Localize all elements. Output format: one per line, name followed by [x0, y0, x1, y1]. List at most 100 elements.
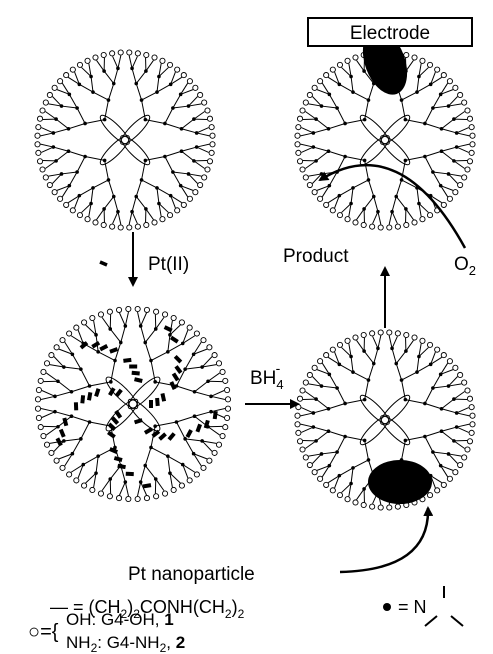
terminal-group — [34, 141, 41, 148]
pt-ion-mark — [203, 419, 210, 429]
branch-line — [131, 56, 138, 69]
branch-line — [456, 132, 470, 137]
terminal-group — [369, 223, 376, 230]
arrow-nanoparticle-pointer — [339, 506, 434, 574]
branch-line — [54, 391, 72, 397]
terminal-group — [446, 78, 453, 85]
branch-line — [71, 438, 82, 454]
terminal-group — [369, 330, 376, 337]
branch-line — [327, 475, 340, 484]
branch-line — [107, 179, 115, 197]
terminal-group — [170, 314, 177, 322]
terminal-group — [219, 432, 226, 440]
branch-line — [58, 348, 73, 355]
core-petal — [359, 114, 390, 145]
branch-line — [172, 171, 182, 186]
terminal-group — [440, 481, 447, 488]
branch-line — [89, 421, 111, 427]
terminal-group — [296, 158, 304, 165]
branch-line — [210, 390, 225, 397]
branch-line — [58, 453, 73, 460]
branch-line — [416, 76, 420, 93]
branch-line — [170, 195, 183, 204]
branch-line — [88, 63, 92, 77]
branch-line — [180, 82, 189, 95]
terminal-group — [468, 429, 475, 436]
branch-line — [416, 187, 420, 204]
branch-line — [79, 83, 94, 93]
branch-line — [101, 478, 111, 492]
pt2-label: Pt(II) — [148, 254, 189, 275]
borohydride-label: BH4- — [250, 360, 284, 392]
terminal-group — [211, 449, 218, 456]
terminal-group — [92, 219, 99, 226]
terminal-group — [295, 149, 302, 156]
terminal-group — [211, 352, 218, 359]
branch-line — [207, 426, 221, 436]
terminal-group — [296, 438, 304, 445]
terminal-group — [469, 421, 476, 428]
tertiary-amine-icon — [424, 586, 464, 627]
branch-line — [395, 350, 407, 364]
branch-line — [193, 160, 205, 169]
branch-line — [140, 312, 147, 327]
branch-line — [145, 60, 154, 72]
terminal-group — [178, 319, 185, 326]
terminal-group — [419, 57, 426, 64]
terminal-group — [344, 216, 351, 223]
terminal-group — [209, 132, 216, 139]
terminal-group — [89, 486, 96, 494]
branch-line — [68, 122, 86, 130]
branch-line — [71, 385, 90, 393]
branch-line — [348, 203, 352, 217]
branch-line — [169, 320, 173, 335]
branch-line — [135, 83, 143, 101]
branch-line — [448, 453, 458, 464]
terminal-group — [329, 346, 336, 353]
branch-line — [301, 127, 314, 134]
pt-ion-mark — [117, 463, 126, 470]
terminal-group — [446, 195, 453, 202]
branch-line — [158, 203, 169, 213]
branch-line — [321, 185, 330, 198]
branch-line — [85, 472, 97, 484]
terminal-group — [336, 61, 344, 68]
branch-line — [321, 451, 338, 455]
terminal-group — [34, 405, 42, 412]
terminal-group — [352, 54, 359, 61]
branch-line — [201, 440, 213, 452]
terminal-group — [296, 115, 304, 122]
terminal-group — [206, 115, 214, 122]
branch-line — [315, 118, 329, 130]
branch-line — [194, 391, 212, 397]
dendrimer-with-pt-ions — [34, 305, 232, 503]
branch-line — [453, 160, 465, 169]
branch-line — [112, 211, 119, 224]
terminal-group — [461, 454, 468, 461]
branch-line — [140, 325, 146, 343]
terminal-group — [43, 360, 51, 367]
terminal-group — [34, 396, 42, 403]
branch-line — [45, 372, 59, 382]
branch-line — [367, 363, 375, 381]
branch-line — [313, 128, 329, 134]
branch-line — [341, 347, 352, 357]
terminal-group — [200, 464, 207, 471]
pt-ion-mark — [151, 429, 161, 438]
branch-line — [348, 63, 352, 77]
terminal-group — [446, 358, 453, 365]
branch-line — [194, 411, 212, 417]
pt-ion-mark — [212, 410, 218, 420]
branch-line — [196, 132, 210, 137]
branch-line — [61, 105, 78, 109]
branch-line — [391, 336, 398, 349]
branch-line — [440, 185, 449, 198]
branch-line — [176, 415, 195, 423]
branch-line — [40, 395, 56, 400]
branch-line — [70, 335, 84, 344]
terminal-group — [296, 395, 304, 402]
terminal-group — [186, 78, 193, 85]
terminal-group — [159, 216, 166, 223]
terminal-group — [100, 51, 107, 59]
terminal-group — [394, 330, 401, 337]
